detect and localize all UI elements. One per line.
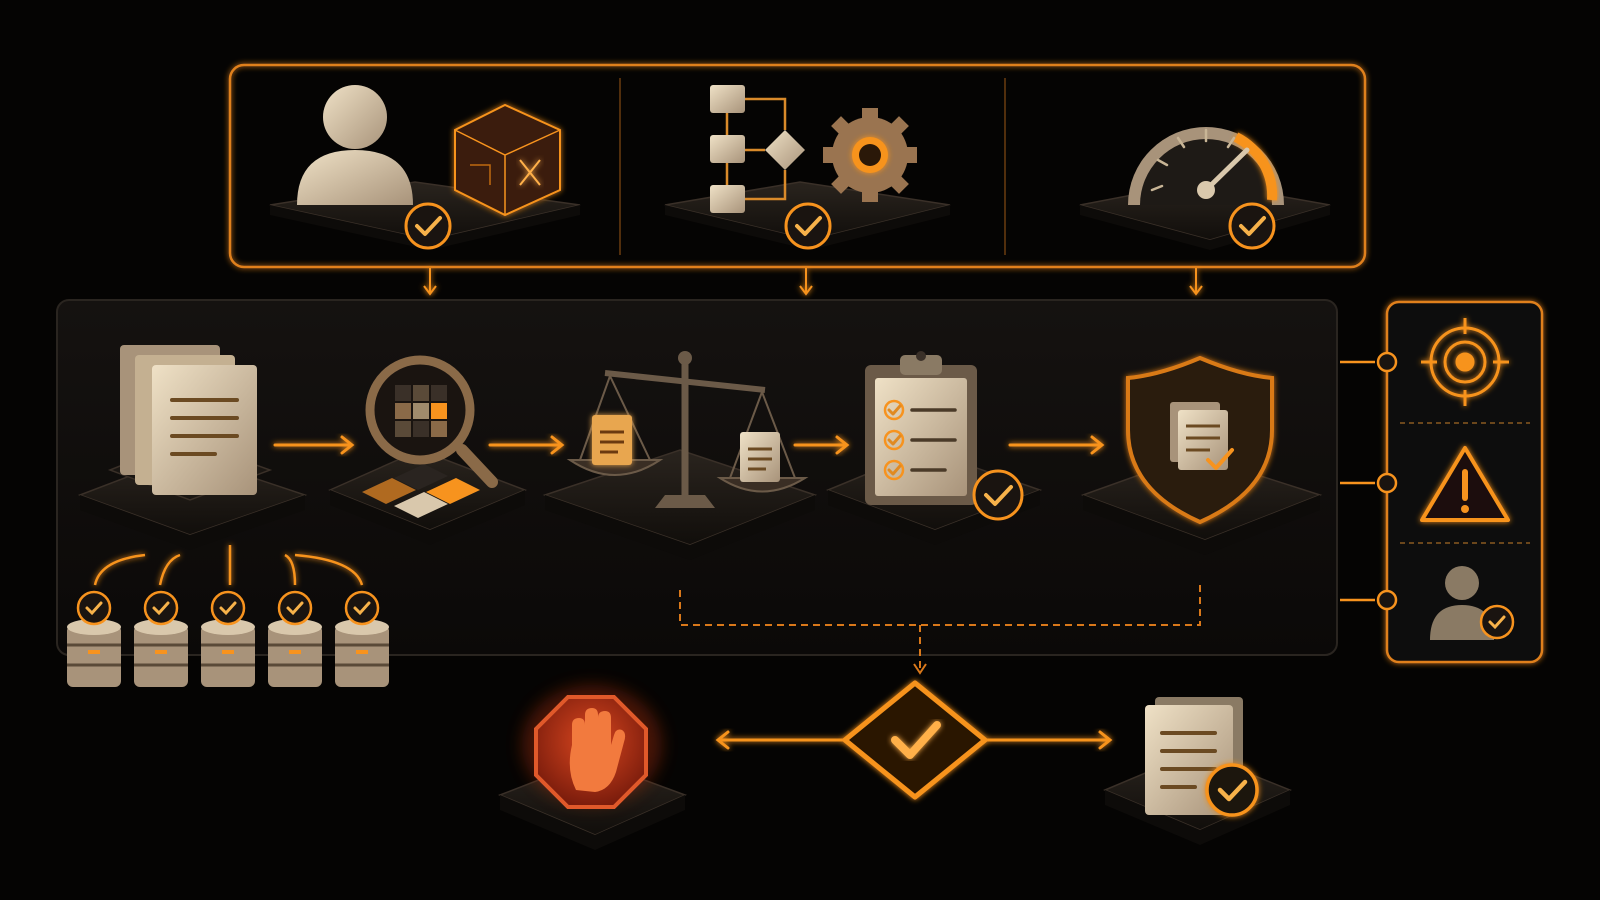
top-panel — [228, 63, 1367, 269]
reject-outcome — [498, 685, 687, 850]
side-connectors — [1340, 351, 1398, 611]
outcomes — [498, 680, 1292, 850]
step-protection — [1080, 355, 1323, 555]
step-document-intake — [77, 345, 308, 550]
speedometer-icon — [1128, 127, 1284, 205]
stop-hand-icon — [534, 695, 648, 809]
database-icon — [335, 590, 389, 687]
database-icon — [67, 590, 121, 687]
check-badge-icon — [784, 202, 832, 250]
check-diamond-icon — [842, 680, 988, 800]
document-stack-icon — [120, 345, 257, 495]
warning-triangle-icon — [1420, 446, 1510, 522]
magnifier-grid-icon — [365, 355, 498, 488]
user-check-icon — [1430, 566, 1515, 640]
flowchart-icon — [710, 85, 805, 213]
database-icon — [268, 590, 322, 687]
step-evaluation — [542, 351, 818, 560]
cube-icon — [454, 103, 561, 217]
merge-connector — [679, 580, 1201, 670]
shield-document-icon — [1126, 355, 1274, 525]
approve-outcome — [1103, 697, 1292, 845]
check-badge-icon — [1228, 202, 1276, 250]
step-verification — [825, 351, 1043, 545]
step-analysis — [328, 355, 528, 545]
top-section-identity — [269, 85, 581, 250]
target-icon — [1421, 318, 1509, 406]
approved-document-icon — [1145, 697, 1259, 817]
pipeline-arrows — [273, 435, 1105, 455]
check-badge-icon — [404, 202, 452, 250]
merge-arrow-head — [913, 663, 927, 675]
database-icon — [134, 590, 188, 687]
checklist-clipboard-icon — [865, 351, 977, 505]
pipeline-panel — [56, 299, 1338, 675]
database-tree — [67, 545, 389, 687]
gear-icon — [823, 108, 917, 202]
balance-scale-icon — [566, 351, 809, 508]
user-icon — [297, 85, 413, 205]
top-connectors — [423, 268, 1203, 296]
side-panel — [1340, 300, 1544, 664]
check-badge-icon — [972, 469, 1024, 521]
tile-grid — [362, 464, 480, 518]
decision-node — [715, 680, 1113, 800]
database-icon — [201, 590, 255, 687]
top-section-workflow — [664, 85, 951, 250]
top-section-performance — [1079, 127, 1331, 250]
